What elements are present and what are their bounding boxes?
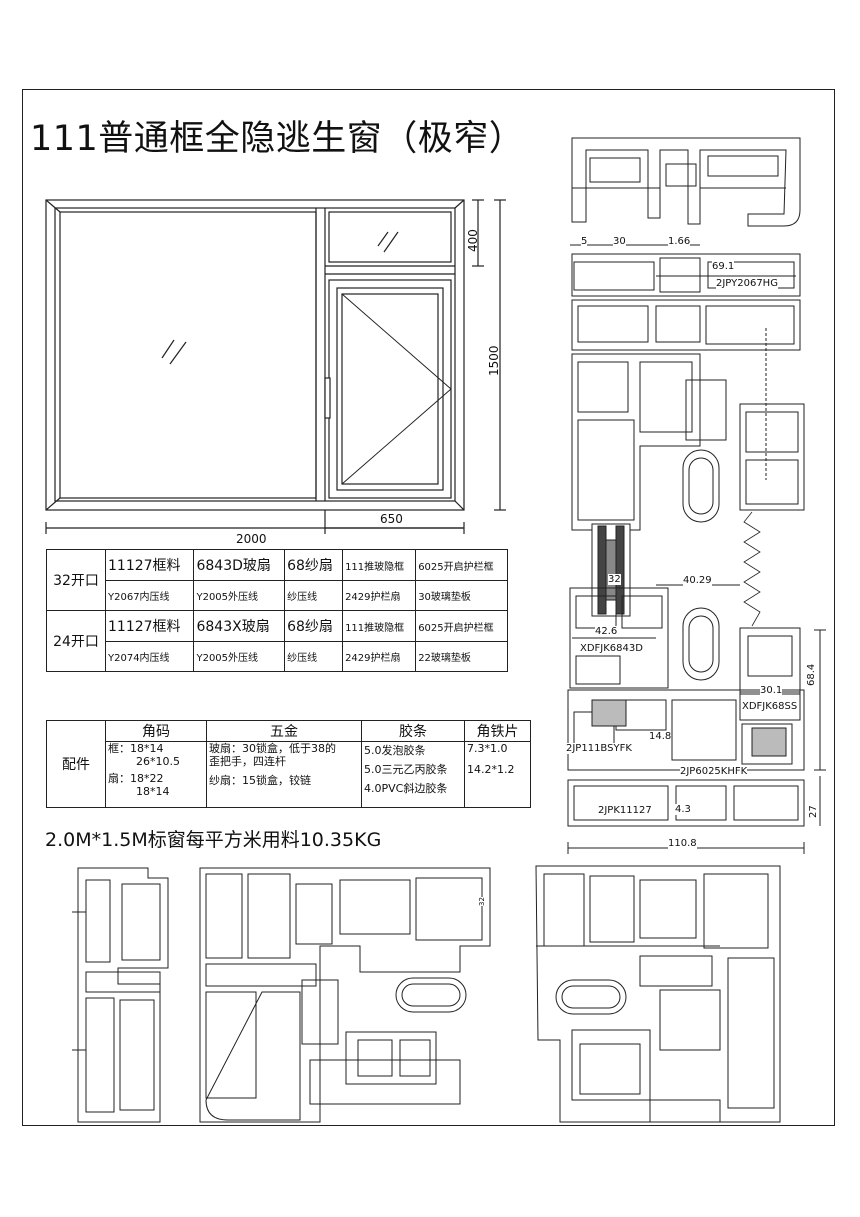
- gasket-line: 5.0发泡胶条: [364, 744, 426, 757]
- gasket-line: 4.0PVC斜边胶条: [364, 782, 448, 795]
- corner-code-line: 扇：18*22: [108, 772, 164, 785]
- profile-group-2: [199, 867, 491, 1123]
- corner-code-line: 26*10.5: [136, 755, 180, 768]
- angle-iron-cell: 7.3*1.0 14.2*1.2: [464, 741, 531, 808]
- profile-code-label: XDFJK6843D: [580, 643, 643, 654]
- corner-code-line: 框：18*14: [108, 742, 164, 755]
- profile-code-label: 2JP6025KHFK: [680, 766, 748, 777]
- outer-frame: [45, 199, 465, 511]
- angle-iron-line: 7.3*1.0: [467, 742, 508, 755]
- spec-cell: 纱压线: [284, 580, 344, 611]
- accessories-label: 配件: [46, 720, 106, 808]
- spec-cell: 22玻璃垫板: [415, 641, 508, 672]
- spec-cell: Y2005外压线: [193, 580, 286, 611]
- hardware-line: 玻扇：30锁盒，低于38的: [209, 742, 336, 755]
- spec-cell: 6843D玻扇: [193, 549, 286, 581]
- spec-cell: 6025开启护栏框: [415, 610, 508, 642]
- row-label-24: 24开口: [46, 610, 106, 672]
- dim-label: 4.3: [675, 804, 691, 815]
- spec-cell: Y2074内压线: [104, 641, 195, 672]
- hardware-line: 歪把手，四连杆: [209, 755, 286, 768]
- dim-label: 42.6: [595, 626, 618, 637]
- spec-cell: 68纱扇: [284, 549, 344, 581]
- profile-code-label: 2JPY2067HG: [716, 278, 778, 289]
- angle-iron-line: 14.2*1.2: [467, 763, 515, 776]
- spec-cell: 2429护栏扇: [342, 641, 417, 672]
- gaskets-cell: 5.0发泡胶条 5.0三元乙丙胶条 4.0PVC斜边胶条: [361, 741, 465, 808]
- profile-code-label: XDFJK68SS: [742, 701, 798, 712]
- dim-label: 1.66: [668, 236, 691, 247]
- spec-cell: 111推玻隐框: [342, 549, 417, 581]
- dim-label: 32: [478, 897, 486, 906]
- dim-label: 69.1: [712, 261, 735, 272]
- spec-cell: 30玻璃垫板: [415, 580, 508, 611]
- hardware-line: 纱扇：15锁盒，铰链: [209, 774, 311, 787]
- page-title: 111普通框全隐逃生窗（极窄）: [30, 119, 525, 159]
- dim-label: 30: [613, 236, 626, 247]
- drawing-sheet-border: [22, 89, 835, 1126]
- spec-cell: Y2005外压线: [193, 641, 286, 672]
- material-spec-table: 32开口 11127框料 6843D玻扇 68纱扇 111推玻隐框 6025开启…: [46, 549, 508, 672]
- dim-label: 32: [608, 574, 621, 585]
- dim-label: 30.1: [760, 685, 783, 696]
- dim-label: 14.8: [649, 731, 672, 742]
- dim-label: 110.8: [668, 838, 697, 849]
- spec-cell: 11127框料: [104, 610, 195, 642]
- sash-width-dimension: 650: [380, 512, 403, 526]
- hardware-cell: 玻扇：30锁盒，低于38的 歪把手，四连杆 纱扇：15锁盒，铰链: [206, 741, 362, 808]
- spec-cell: 6843X玻扇: [193, 610, 286, 642]
- corner-code-line: 18*14: [136, 785, 170, 798]
- dim-label: 40.29: [683, 575, 712, 586]
- gasket-line: 5.0三元乙丙胶条: [364, 763, 448, 776]
- profile-code-label: 2JP111BSYFK: [566, 743, 632, 754]
- accessories-table: 配件 角码 五金 胶条 角铁片 框：18*14 26*10.5 扇：18*22 …: [46, 720, 531, 808]
- row-label-32: 32开口: [46, 549, 106, 611]
- weight-summary: 2.0M*1.5M标窗每平方米用料10.35KG: [45, 829, 382, 851]
- spec-cell: 111推玻隐框: [342, 610, 417, 642]
- dim-label: 5: [581, 236, 588, 247]
- profile-group-3: [535, 865, 781, 1123]
- profile-code-label: 2JPK11127: [598, 805, 652, 816]
- corner-code-cell: 框：18*14 26*10.5 扇：18*22 18*14: [105, 741, 207, 808]
- profile-group-1: [72, 867, 169, 1123]
- width-dimension: 2000: [236, 532, 267, 546]
